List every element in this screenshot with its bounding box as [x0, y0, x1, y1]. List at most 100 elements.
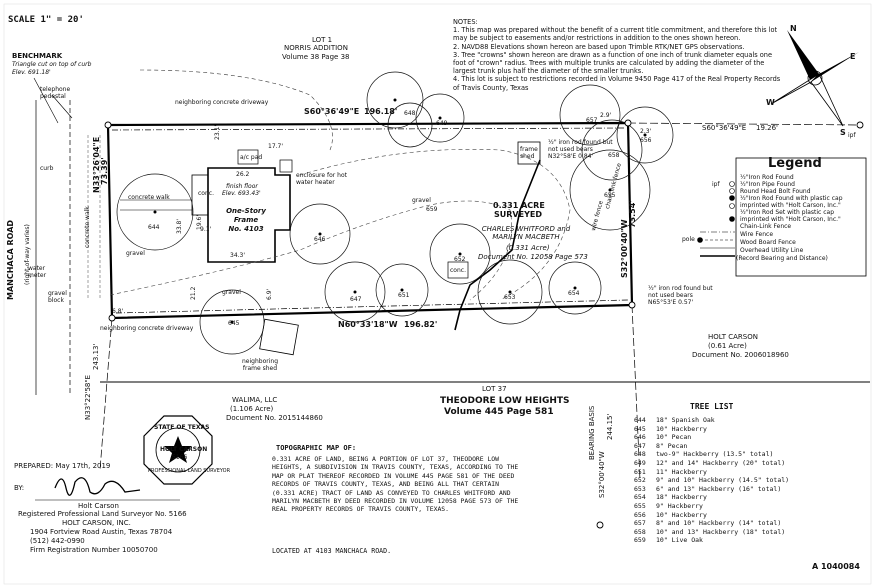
- tree-tag: 654: [568, 290, 580, 297]
- note-4: 4. This lot is subject to restrictions r…: [453, 75, 781, 92]
- acreage-value: 0.331 ACRE: [493, 201, 545, 210]
- tree-number: 645: [634, 424, 646, 433]
- benchmark-elev: Elev. 691.18': [12, 69, 51, 76]
- tree-tag: 647: [350, 296, 362, 303]
- tree-number: 657: [634, 519, 646, 528]
- holt-parcel-acre: (0.61 Acre): [708, 342, 747, 350]
- walima-doc: Document No. 2015144860: [226, 414, 323, 422]
- tree-description: 10" Hackberry: [656, 510, 707, 519]
- enclosure-label: enclosure for hot water heater: [296, 172, 347, 186]
- dim-23-1: 23.1': [214, 124, 221, 140]
- dim-26-2: 26.2: [236, 171, 250, 178]
- legend-item-7: Wire Fence: [740, 231, 774, 238]
- tree-list-row: 645 10" Hackberry: [634, 425, 870, 434]
- tree-number: 656: [634, 510, 646, 519]
- tree-list-row: 647 8" Pecan: [634, 442, 870, 451]
- tree-tag: 648: [404, 110, 416, 117]
- lot1-title: LOT 1: [312, 36, 333, 44]
- tree-list-row: 652 9" and 10" Hackberry (14.5" total): [634, 476, 870, 485]
- owner-name: CHARLES WHITFORD and MARILYN MACBETH: [481, 225, 571, 241]
- tree-description: 10" Pecan: [656, 433, 692, 442]
- dim-2-9: 2.9': [600, 112, 612, 119]
- lot1-volume: Volume 38 Page 38: [282, 53, 350, 61]
- owner-doc: Document No. 12058 Page 573: [478, 253, 588, 261]
- dim-33-8: 33.8': [176, 218, 183, 234]
- tree-description: 18" Hackberry: [656, 493, 707, 502]
- finish-floor-elev: Elev. 693.43': [222, 190, 261, 197]
- gravel-label-2: gravel: [222, 289, 241, 296]
- south-bearing: N60°33'18"W: [338, 320, 398, 329]
- legend-item-4: ½"Iron Rod Found with plastic cap imprin…: [740, 195, 843, 209]
- benchmark-desc: Triangle cut on top of curb: [12, 61, 92, 68]
- walima-name: WALIMA, LLC: [232, 396, 278, 404]
- north-fence: [111, 127, 626, 131]
- lot37-label: LOT 37: [482, 385, 507, 393]
- telephone-label: telephone pedestal: [40, 86, 71, 100]
- gravel-block-label: gravel block: [48, 290, 67, 304]
- compass-e: E: [850, 52, 856, 61]
- prepared-title: Registered Professional Land Surveyor No…: [18, 510, 187, 518]
- tree-tag: 652: [454, 256, 466, 263]
- benchmark-title: BENCHMARK: [12, 52, 63, 60]
- frame-shed-label: frame shed: [520, 146, 538, 160]
- legend-border: [735, 157, 867, 277]
- tree-list-title: TREE LIST: [690, 402, 734, 411]
- topo-location: LOCATED AT 4103 MANCHACA ROAD.: [272, 547, 392, 555]
- notes-block: NOTES: 1. This map was prepared without …: [453, 18, 783, 92]
- tree-tag: 655: [604, 192, 616, 199]
- bearing-basis-value: S32°00'40"W: [598, 451, 606, 498]
- acreage-surveyed: SURVEYED: [494, 210, 542, 219]
- neighboring-drive-top: neighboring concrete driveway: [175, 99, 269, 106]
- legend-item-9: Overhead Utility Line: [740, 247, 804, 254]
- sw-distance: 243.13': [92, 343, 100, 370]
- prepared-date: PREPARED: May 17th, 2019: [14, 462, 111, 470]
- finish-floor-label: finish floor: [226, 183, 258, 190]
- neighboring-drive-bottom: neighboring concrete driveway: [100, 325, 194, 332]
- tree-description: 8" Pecan: [656, 441, 688, 450]
- dim-21-2: 21.2: [190, 286, 197, 300]
- tree-number: 646: [634, 433, 646, 442]
- tree-tag: 646: [314, 236, 326, 243]
- tree-number: 647: [634, 441, 646, 450]
- holt-parcel-doc: Document No. 2006018960: [692, 351, 789, 359]
- iron-rod-se: ½" iron rod found but not used bears N65…: [648, 285, 713, 306]
- corner-pins: [104, 119, 864, 529]
- north-ext-distance: 19.26': [756, 124, 778, 132]
- tree-description: 8" and 10" Hackberry (14" total): [656, 519, 782, 528]
- seal-bottom: PROFESSIONAL LAND SURVEYOR: [148, 468, 231, 474]
- house-line1: One-Story: [226, 207, 266, 215]
- lot1-subdivision: NORRIS ADDITION: [284, 44, 348, 52]
- seal-number: 5166: [172, 454, 188, 461]
- tree-list-row: 646 10" Pecan: [634, 433, 870, 442]
- dim-34-3: 34.3': [230, 252, 246, 259]
- north-arrow: [770, 30, 859, 127]
- tree-description: 9" and 10" Hackberry (14.5" total): [656, 476, 790, 485]
- prepared-company: HOLT CARSON, INC.: [62, 519, 131, 527]
- south-distance: 196.82': [404, 320, 438, 329]
- tree-number: 659: [634, 536, 646, 545]
- tree-number: 649: [634, 458, 646, 467]
- dim-2-3: 2.3': [640, 128, 652, 135]
- tree-description: 10" Hackberry: [656, 424, 707, 433]
- pole-label: pole: [682, 236, 695, 243]
- tree-number: 652: [634, 476, 646, 485]
- north-ext-bearing: S60°36'49"E: [702, 124, 747, 132]
- tree-list-row: 656 10" Hackberry: [634, 511, 870, 520]
- seal-name: HOLT CARSON: [160, 446, 208, 453]
- tree-tag: 645: [228, 320, 240, 327]
- legend-symbols: [697, 181, 735, 257]
- tree-tag: 644: [148, 224, 160, 231]
- note-1: 1. This map was prepared without the ben…: [453, 26, 778, 43]
- note-2: 2. NAVD88 Elevations shown hereon are ba…: [453, 42, 745, 51]
- tree-crowns: [116, 71, 674, 355]
- prepared-by: BY:: [14, 484, 25, 492]
- tree-number: 648: [634, 450, 646, 459]
- west-distance: 73.39': [100, 157, 109, 185]
